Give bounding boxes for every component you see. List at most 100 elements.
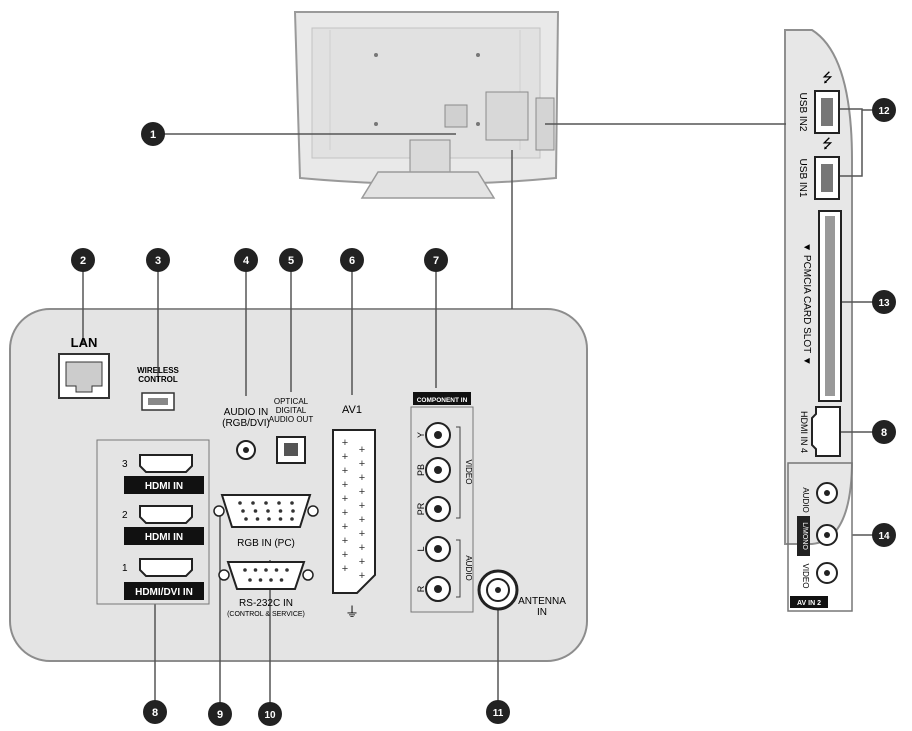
av-in2-group bbox=[787, 462, 853, 612]
component-jack-pb: PB bbox=[416, 464, 426, 476]
usb-in1-label: USB IN1 bbox=[797, 159, 808, 198]
callout-4: 4 bbox=[234, 248, 258, 272]
wireless-control-label-1: WIRELESS bbox=[137, 366, 179, 375]
optical-label-2: DIGITAL bbox=[276, 406, 307, 415]
svg-text:+: + bbox=[359, 486, 365, 498]
av-in2-label: AV IN 2 bbox=[797, 600, 821, 607]
svg-text:9: 9 bbox=[217, 709, 223, 721]
svg-text:13: 13 bbox=[878, 298, 890, 309]
usb-symbol-icon-1: ⭍ bbox=[822, 136, 833, 151]
rs232c-label-2: (CONTROL & SERVICE) bbox=[227, 611, 305, 618]
hdmi-number-1: 1 bbox=[122, 563, 128, 574]
hdmi-port-2 bbox=[139, 505, 193, 524]
component-jack-r: R bbox=[416, 585, 426, 592]
svg-text:+: + bbox=[359, 556, 365, 568]
tv-back-view bbox=[293, 11, 560, 199]
callout-2: 2 bbox=[71, 248, 95, 272]
av-in2-audio-label: AUDIO bbox=[801, 487, 810, 512]
audio-in-label-1: AUDIO IN bbox=[224, 407, 268, 418]
svg-text:7: 7 bbox=[433, 255, 439, 267]
hdmi-label-2: HDMI IN bbox=[145, 532, 183, 543]
optical-label-1: OPTICAL bbox=[274, 397, 309, 406]
rs232c-pins bbox=[243, 568, 289, 582]
usb-symbol-icon-2: ⭍ bbox=[822, 70, 833, 85]
svg-text:+: + bbox=[359, 472, 365, 484]
callout-14: 14 bbox=[872, 523, 896, 547]
svg-text:+: + bbox=[342, 535, 348, 547]
component-jacks bbox=[425, 422, 451, 602]
svg-text:+: + bbox=[342, 493, 348, 505]
svg-text:+: + bbox=[359, 528, 365, 540]
callout-12: 12 bbox=[872, 98, 896, 122]
antenna-label-1: ANTENNA bbox=[518, 596, 566, 607]
svg-text:+: + bbox=[342, 549, 348, 561]
component-audio-label: AUDIO bbox=[464, 555, 473, 580]
hdmi-in4-port bbox=[811, 406, 841, 457]
callout-13: 13 bbox=[872, 290, 896, 314]
wireless-control-label-2: CONTROL bbox=[138, 375, 178, 384]
component-jack-y: Y bbox=[416, 432, 426, 438]
callout-10: 10 bbox=[258, 702, 282, 726]
av-in2-video-label: VIDEO bbox=[801, 564, 810, 589]
svg-text:+: + bbox=[342, 451, 348, 463]
audio-in-label-2: (RGB/DVI) bbox=[222, 418, 270, 429]
callout-8-bottom: 8 bbox=[143, 700, 167, 724]
hdmi-number-3: 3 bbox=[122, 459, 128, 470]
svg-text:+: + bbox=[342, 563, 348, 575]
callout-11: 11 bbox=[486, 700, 510, 724]
svg-text:12: 12 bbox=[878, 106, 890, 117]
svg-text:+: + bbox=[342, 479, 348, 491]
callout-1: 1 bbox=[141, 122, 165, 146]
antenna-label-2: IN bbox=[537, 607, 547, 618]
svg-text:+: + bbox=[359, 444, 365, 456]
av1-label: AV1 bbox=[342, 404, 362, 416]
svg-text:10: 10 bbox=[264, 710, 276, 721]
svg-text:8: 8 bbox=[881, 427, 887, 439]
hdmi-in4-label: HDMI IN 4 bbox=[799, 411, 809, 453]
scart-symbol-icon: ⏚ bbox=[345, 604, 359, 620]
hdmi-group bbox=[96, 439, 210, 605]
optical-label-3: AUDIO OUT bbox=[269, 415, 314, 424]
svg-text:11: 11 bbox=[493, 708, 504, 719]
rgb-in-label: RGB IN (PC) bbox=[237, 538, 295, 549]
usb-in2-label: USB IN2 bbox=[797, 93, 808, 132]
svg-text:4: 4 bbox=[243, 255, 250, 267]
callout-5: 5 bbox=[279, 248, 303, 272]
pcmcia-label: ▼ PCMCIA CARD SLOT ▼ bbox=[801, 242, 812, 366]
callout-8-side: 8 bbox=[872, 420, 896, 444]
svg-text:5: 5 bbox=[288, 255, 294, 267]
svg-text:+: + bbox=[342, 507, 348, 519]
component-jack-pr: PR bbox=[416, 502, 426, 515]
lan-label: LAN bbox=[71, 335, 98, 350]
rs232c-label-1: RS-232C IN bbox=[239, 598, 293, 609]
component-jack-l: L bbox=[416, 546, 426, 551]
svg-text:+: + bbox=[342, 521, 348, 533]
svg-text:6: 6 bbox=[349, 255, 355, 267]
svg-text:14: 14 bbox=[878, 531, 890, 542]
component-video-label: VIDEO bbox=[464, 460, 473, 485]
hdmi-label-3: HDMI IN bbox=[145, 481, 183, 492]
svg-text:1: 1 bbox=[150, 129, 156, 141]
callout-9: 9 bbox=[208, 702, 232, 726]
svg-text:+: + bbox=[359, 542, 365, 554]
svg-text:+: + bbox=[359, 570, 365, 582]
lan-socket-icon bbox=[65, 361, 103, 393]
hdmi-port-1 bbox=[139, 558, 193, 577]
svg-text:3: 3 bbox=[155, 255, 161, 267]
component-in-label: COMPONENT IN bbox=[417, 397, 468, 404]
scart-connector bbox=[332, 429, 376, 594]
svg-text:+: + bbox=[342, 465, 348, 477]
callout-7: 7 bbox=[424, 248, 448, 272]
svg-text:8: 8 bbox=[152, 707, 158, 719]
av-in2-lmono-label: L/MONO bbox=[801, 522, 808, 550]
rs232c-port bbox=[226, 561, 306, 590]
scart-pins: ++++++++++++++++++++ bbox=[342, 437, 365, 582]
hdmi-port-3 bbox=[139, 454, 193, 473]
hdmi-number-2: 2 bbox=[122, 510, 128, 521]
svg-text:2: 2 bbox=[80, 255, 86, 267]
svg-text:+: + bbox=[359, 500, 365, 512]
hdmi-label-1: HDMI/DVI IN bbox=[135, 587, 193, 598]
callout-3: 3 bbox=[146, 248, 170, 272]
callout-6: 6 bbox=[340, 248, 364, 272]
